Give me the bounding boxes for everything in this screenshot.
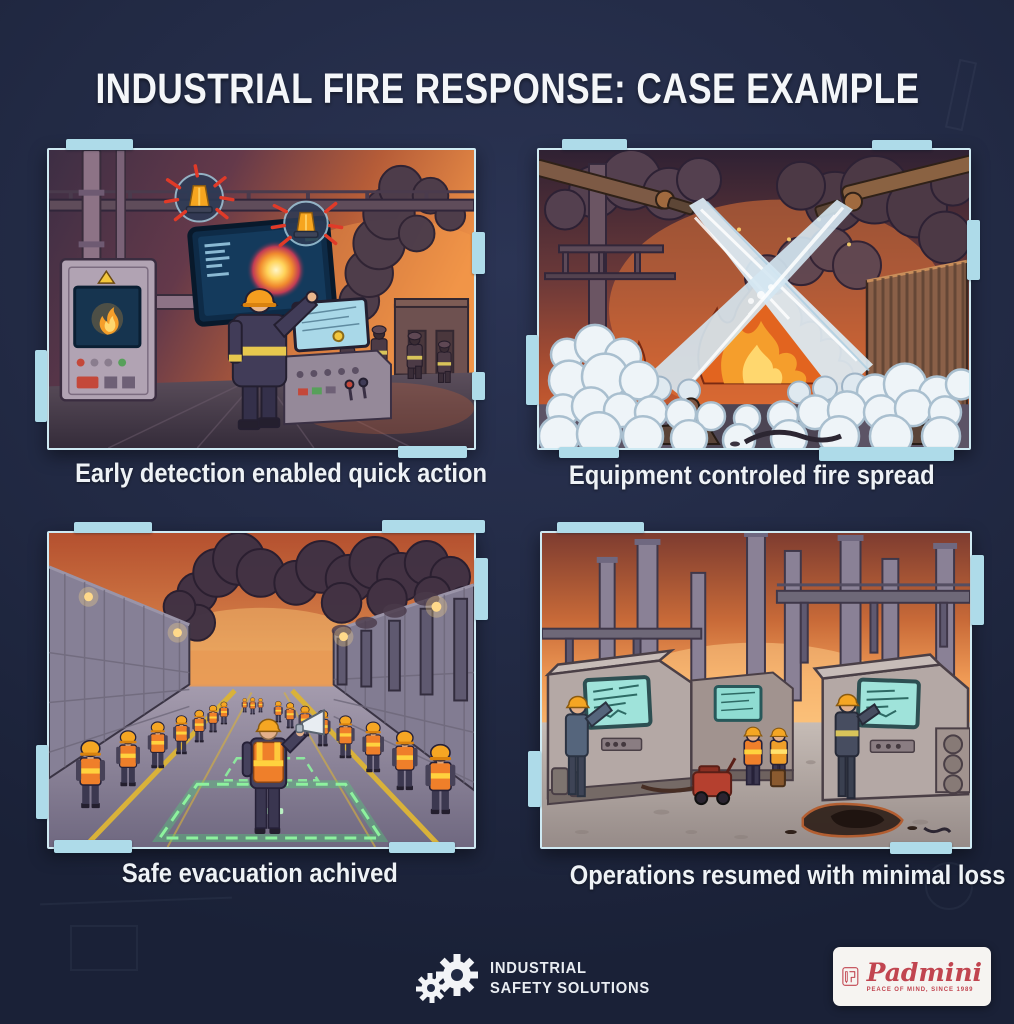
org-name-line2: SAFETY SOLUTIONS	[490, 980, 650, 997]
fire-spread-illustration	[539, 150, 969, 448]
decor-line	[40, 896, 232, 906]
frame-tab	[472, 232, 485, 274]
brand-tagline: PEACE OF MIND, SINCE 1989	[866, 987, 974, 993]
caption-operations-resumed: Operations resumed with minimal loss	[569, 860, 1006, 890]
frame-tab	[819, 447, 954, 461]
gears-icon	[416, 954, 478, 1003]
frame-tab	[971, 555, 984, 625]
frame-tab	[66, 139, 133, 150]
frame-tab	[557, 522, 644, 533]
frame-tab	[382, 520, 485, 533]
padmini-monogram-icon	[842, 967, 859, 986]
frame-tab	[398, 446, 467, 458]
frame-tab	[526, 335, 538, 405]
caption-safe-evacuation: Safe evacuation achived	[121, 858, 398, 888]
org-name-line1: INDUSTRIAL	[490, 959, 587, 977]
frame-tab	[36, 745, 48, 819]
frame-tab	[472, 372, 485, 400]
operations-resumed-illustration	[542, 533, 970, 847]
panel-fire-spread-control	[526, 139, 980, 461]
early-detection-illustration	[49, 150, 474, 448]
frame-tab	[389, 842, 455, 853]
panel-operations-resumed	[528, 522, 984, 854]
decor-box	[70, 925, 138, 971]
panel-safe-evacuation	[36, 520, 488, 853]
caption-early-detection: Early detection enabled quick action	[75, 458, 488, 488]
frame-tab	[54, 840, 132, 853]
frame-tab	[559, 447, 619, 458]
frame-tab	[562, 139, 627, 150]
frame-tab	[967, 220, 980, 280]
padmini-logo: Padmini PEACE OF MIND, SINCE 1989	[833, 947, 991, 1006]
frame-tab	[528, 751, 541, 807]
panel-early-detection	[35, 139, 485, 458]
safe-evacuation-illustration	[49, 533, 474, 847]
frame-tab	[475, 558, 488, 620]
page-title: INDUSTRIAL FIRE RESPONSE: CASE EXAMPLE	[94, 64, 920, 113]
frame-tab	[890, 842, 952, 854]
frame-tab	[35, 350, 47, 422]
frame-tab	[74, 522, 152, 533]
industrial-safety-solutions-logo: INDUSTRIAL SAFETY SOLUTIONS	[414, 950, 658, 1008]
frame-tab	[872, 140, 932, 150]
caption-fire-spread: Equipment controled fire spread	[569, 460, 935, 490]
brand-name: Padmini	[866, 958, 982, 987]
